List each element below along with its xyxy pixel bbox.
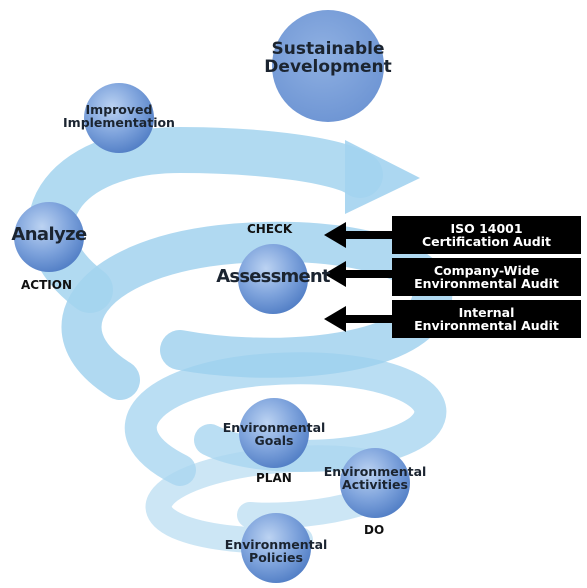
stage-check-label: CHECK xyxy=(247,222,293,236)
assessment-label: Assessment xyxy=(216,266,330,287)
stage-plan-label: PLAN xyxy=(256,471,292,485)
stage-action-label: ACTION xyxy=(21,278,72,292)
analyze-sphere xyxy=(14,202,84,272)
iso-14001-audit-box: ISO 14001 Certification Audit xyxy=(392,216,581,254)
internal-audit-box: Internal Environmental Audit xyxy=(392,300,581,338)
assessment-sphere xyxy=(238,244,308,314)
company-wide-audit-box: Company-Wide Environmental Audit xyxy=(392,258,581,296)
sustainable-development-label: Sustainable Development xyxy=(264,39,392,77)
stage-do-label: DO xyxy=(364,523,385,537)
spiral-arrowhead xyxy=(345,140,420,214)
spiral-turn-lower xyxy=(124,352,447,486)
environmental-goals-label: Environmental Goals xyxy=(222,420,326,449)
environmental-activities-sphere xyxy=(340,448,410,518)
environmental-activities-label: Environmental Activities xyxy=(323,464,427,493)
sustainable-development-sphere xyxy=(272,10,384,122)
analyze-label: Analyze xyxy=(11,224,87,245)
improved-implementation-sphere xyxy=(84,83,154,153)
environmental-policies-label: Environmental Policies xyxy=(224,537,328,566)
environmental-goals-sphere xyxy=(239,398,309,468)
environmental-policies-sphere xyxy=(241,513,311,583)
improved-implementation-label: Improved Implementation xyxy=(63,102,175,131)
audit-arrows xyxy=(324,222,392,332)
